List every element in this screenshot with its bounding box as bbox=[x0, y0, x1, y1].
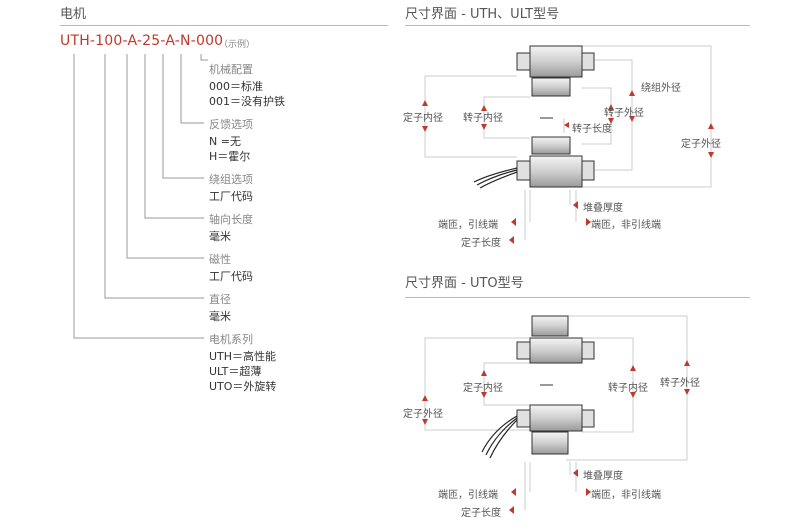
legend-label-diameter: 直径 bbox=[209, 293, 231, 306]
uth-rotor-length-label: 转子长度 bbox=[572, 124, 612, 135]
legend-label-series: 电机系列 bbox=[209, 333, 253, 346]
example-note: （示例） bbox=[219, 40, 256, 50]
uth-stator-inner-label: 定子内径 bbox=[403, 113, 443, 124]
legend-value: 000＝标准 bbox=[209, 80, 263, 93]
legend-label-winding: 绕组选项 bbox=[209, 173, 253, 186]
uth-end-lead-label: 端匝，引线端 bbox=[438, 220, 498, 231]
legend-value: UTH＝高性能 bbox=[209, 350, 277, 363]
motor-title-divider bbox=[60, 25, 388, 26]
uth-title-divider bbox=[405, 25, 750, 26]
uto-end-nonlead-label: 端匝，非引线端 bbox=[591, 490, 661, 501]
legend-value: UTO＝外旋转 bbox=[209, 380, 277, 393]
legend-value: 毫米 bbox=[209, 310, 231, 323]
uth-rotor-outer-label: 转子外径 bbox=[604, 108, 644, 119]
uto-stack-thickness-label: 堆叠厚度 bbox=[583, 471, 623, 482]
legend-value: 工厂代码 bbox=[209, 270, 253, 283]
uto-rotor-inner-label: 转子内径 bbox=[608, 383, 648, 394]
motor-section-title: 电机 bbox=[60, 7, 87, 22]
legend-label-mechanical: 机械配置 bbox=[209, 63, 253, 76]
legend-value: 001＝没有护铁 bbox=[209, 95, 285, 108]
uto-rotor-outer-label: 转子外径 bbox=[660, 378, 700, 389]
uto-end-lead-label: 端匝，引线端 bbox=[438, 490, 498, 501]
uth-stator-outer-label: 定子外径 bbox=[681, 139, 721, 150]
legend-value: 毫米 bbox=[209, 230, 231, 243]
legend-value: ULT＝超薄 bbox=[209, 365, 262, 378]
part-number-code: UTH-100-A-25-A-N-000 bbox=[60, 33, 224, 49]
uth-stator-length-label: 定子长度 bbox=[461, 238, 501, 249]
legend-value: 工厂代码 bbox=[209, 190, 253, 203]
legend-value: N =无 bbox=[209, 135, 241, 148]
uto-stator-outer-label: 定子外径 bbox=[403, 409, 443, 420]
uto-section-title: 尺寸界面 - UTO型号 bbox=[405, 276, 524, 291]
uth-stack-thickness-label: 堆叠厚度 bbox=[583, 203, 623, 214]
uto-title-divider bbox=[405, 297, 750, 298]
uth-section-title: 尺寸界面 - UTH、ULT型号 bbox=[405, 7, 560, 22]
uto-stator-length-label: 定子长度 bbox=[461, 508, 501, 519]
uth-rotor-inner-label: 转子内径 bbox=[463, 113, 503, 124]
uth-end-nonlead-label: 端匝，非引线端 bbox=[591, 220, 661, 231]
legend-label-axial-length: 轴向长度 bbox=[209, 213, 253, 226]
uth-winding-outer-label: 绕组外径 bbox=[641, 83, 681, 94]
uto-stator-inner-label: 定子内径 bbox=[463, 383, 503, 394]
legend-label-magnetics: 磁性 bbox=[209, 253, 231, 266]
legend-value: H＝霍尔 bbox=[209, 150, 251, 163]
legend-label-feedback: 反馈选项 bbox=[209, 118, 253, 131]
